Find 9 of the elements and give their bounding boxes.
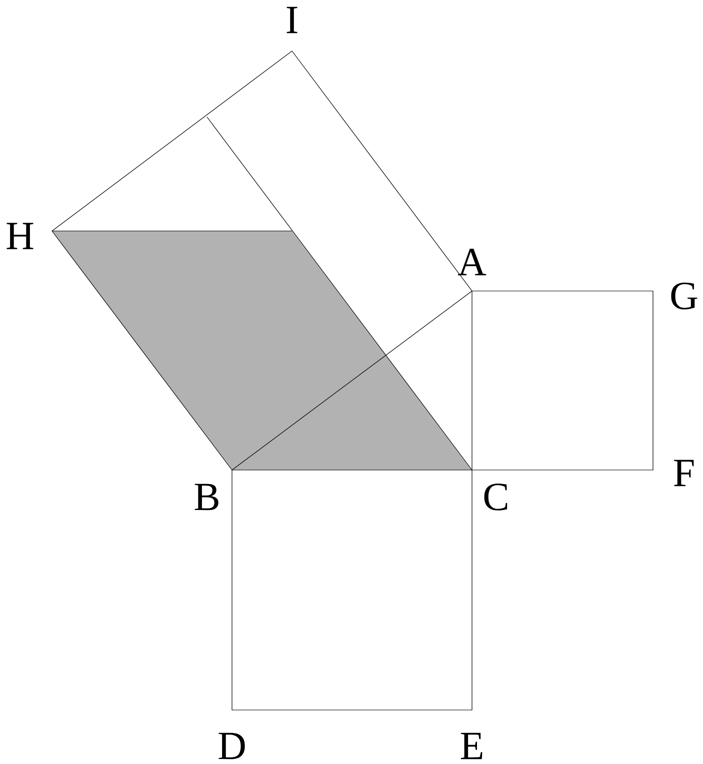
point-label: G xyxy=(671,282,698,310)
point-label: D xyxy=(218,732,245,760)
point-label: F xyxy=(674,460,694,486)
point-label: I xyxy=(286,6,298,34)
point-label: B xyxy=(194,484,218,510)
point-label: E xyxy=(460,732,482,760)
point-label: A xyxy=(458,248,486,276)
point-label: H xyxy=(6,222,34,250)
point-label: C xyxy=(484,484,508,510)
